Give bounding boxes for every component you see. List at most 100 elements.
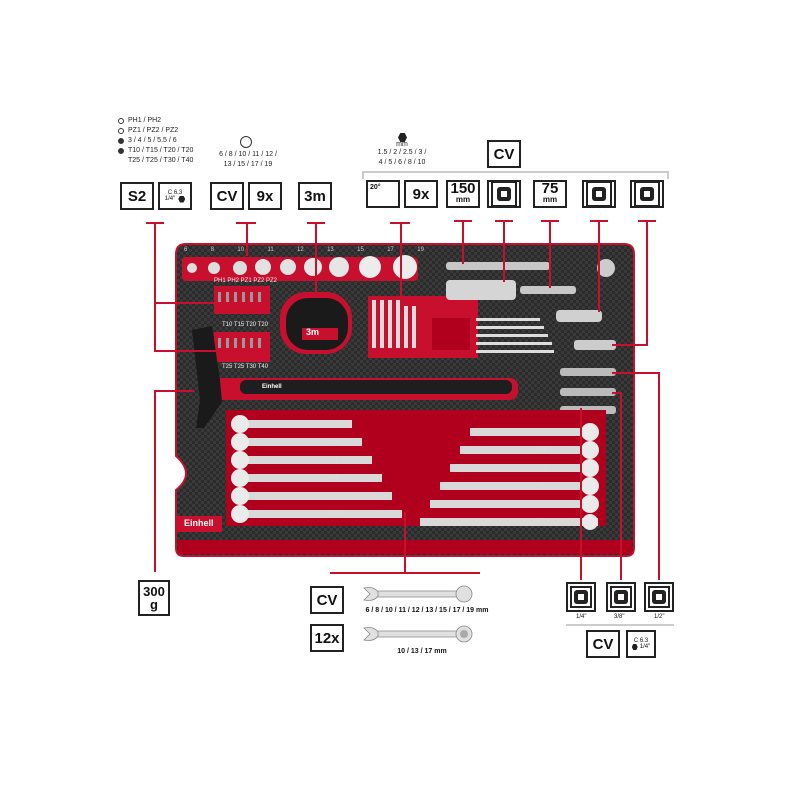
cv-box-wrenches: CV bbox=[310, 586, 344, 614]
leader-line bbox=[598, 220, 600, 312]
leader-line bbox=[503, 220, 505, 282]
nine-x-box-sockets: 9x bbox=[248, 182, 282, 210]
hammer-weight-unit: g bbox=[150, 597, 158, 612]
leader-line bbox=[658, 372, 660, 580]
combination-wrench-icon bbox=[363, 585, 473, 603]
drive-three-eighths-box bbox=[606, 582, 636, 612]
leader-line bbox=[590, 220, 608, 222]
leader-line bbox=[307, 222, 325, 224]
cv-box-sockets: CV bbox=[210, 182, 244, 210]
adapter-len-label: C 6.3 bbox=[633, 638, 649, 644]
hex-bit-icon bbox=[118, 138, 124, 144]
bit-spec-line: PH1 / PH2 bbox=[118, 116, 193, 126]
leader-line bbox=[154, 390, 194, 392]
extension-75 bbox=[446, 280, 516, 300]
tape-length-box: 3m bbox=[298, 182, 332, 210]
leader-line bbox=[400, 222, 402, 296]
bit-spec-list: PH1 / PH2 PZ1 / PZ2 / PZ2 3 / 4 / 5 / 5.… bbox=[118, 116, 193, 166]
hammer-weight-box: 300 g bbox=[138, 580, 170, 616]
leader-line bbox=[549, 220, 551, 288]
pozidriv-icon bbox=[118, 128, 124, 134]
leader-line bbox=[154, 302, 216, 304]
bit-row-label-3: T25 T25 T30 T40 bbox=[222, 364, 269, 370]
hammer-brand: Einhell bbox=[262, 384, 282, 390]
hex-icon bbox=[398, 133, 407, 142]
tray-brand: Einhell bbox=[184, 518, 214, 528]
leader-line bbox=[612, 392, 622, 394]
square-drive-icon bbox=[634, 181, 660, 207]
leader-line bbox=[154, 222, 156, 352]
adapter-3 bbox=[560, 388, 616, 396]
socket-row bbox=[182, 255, 418, 281]
socket bbox=[393, 255, 417, 279]
socket bbox=[233, 261, 247, 275]
tape-measure bbox=[280, 292, 352, 354]
bit-holder-icon: 1/4" bbox=[165, 195, 186, 203]
leader-line bbox=[154, 390, 156, 572]
hammer-weight-value: 300 bbox=[143, 584, 165, 599]
ratchet-wrench-icon bbox=[363, 625, 473, 643]
leader-line bbox=[330, 572, 480, 574]
drive-half-box bbox=[644, 582, 674, 612]
leader-line bbox=[612, 344, 648, 346]
leader-line bbox=[646, 220, 648, 346]
adapter-label: 1/4" bbox=[639, 644, 651, 650]
bit-row-label-1: PH1 PH2 PZ1 PZ2 PZ2 bbox=[214, 278, 278, 284]
cv-bracket-right bbox=[667, 171, 669, 179]
drive-box-b bbox=[582, 180, 616, 208]
cv-box-top-right: CV bbox=[487, 140, 521, 168]
leader-line bbox=[404, 512, 406, 574]
socket bbox=[329, 257, 349, 277]
socket bbox=[208, 262, 220, 274]
bit-holder-box: C 6.3 1/4" bbox=[158, 182, 192, 210]
ext-75-box: 75 mm bbox=[533, 180, 567, 208]
hex-unit: mm bbox=[396, 141, 408, 148]
square-drive-icon bbox=[610, 586, 632, 608]
leader-line bbox=[146, 222, 164, 224]
ext-75-value: 75 bbox=[541, 180, 559, 197]
bit-row-label-2: T10 T15 T20 T20 bbox=[222, 322, 269, 328]
leader-line bbox=[580, 408, 582, 580]
drive-box-c bbox=[630, 180, 664, 208]
brand-badge bbox=[176, 516, 222, 532]
ratchet-head bbox=[597, 259, 615, 277]
extension-small bbox=[520, 286, 576, 294]
ext-150-unit: mm bbox=[455, 195, 471, 204]
leader-line bbox=[541, 220, 559, 222]
cv-bracket-bottom bbox=[566, 624, 674, 626]
square-drive-icon bbox=[648, 586, 670, 608]
cv-bracket bbox=[362, 171, 668, 173]
leader-line bbox=[495, 220, 513, 222]
adapter-box: C 6.3 1/4" bbox=[626, 630, 656, 658]
hex-keys-long bbox=[476, 318, 554, 353]
leader-line bbox=[612, 372, 660, 374]
cv-bracket-left bbox=[362, 171, 364, 179]
drive-three-eighths-label: 3/8" bbox=[614, 614, 625, 620]
phillips-icon bbox=[118, 118, 124, 124]
angle-label: 20° bbox=[370, 184, 381, 191]
drive-box-a bbox=[487, 180, 521, 208]
tape-label: 3m bbox=[306, 327, 320, 337]
torx-icon bbox=[118, 148, 124, 154]
ext-150-box: 150 mm bbox=[446, 180, 480, 208]
square-drive-icon bbox=[570, 586, 592, 608]
drive-quarter-label: 1/4" bbox=[576, 614, 587, 620]
leader-line bbox=[620, 392, 622, 580]
extension-150 bbox=[446, 262, 550, 270]
bit-spec-line: PZ1 / PZ2 / PZ2 bbox=[118, 126, 193, 136]
wrench-sizes-line-2: 10 / 13 / 17 mm bbox=[397, 648, 447, 655]
square-drive-icon bbox=[491, 181, 517, 207]
leader-line bbox=[246, 222, 248, 256]
s2-steel-box: S2 bbox=[120, 182, 154, 210]
ext-75-unit: mm bbox=[542, 195, 558, 204]
socket bbox=[280, 259, 296, 275]
bit-spec-line: 3 / 4 / 5 / 5.5 / 6 bbox=[118, 136, 193, 146]
bit-spec-line: T10 / T15 / T20 / T20 bbox=[118, 146, 193, 156]
socket-icon bbox=[240, 136, 252, 148]
square-drive-icon bbox=[586, 181, 612, 207]
hammer bbox=[192, 326, 518, 428]
bit-spec-line: T25 / T25 / T30 / T40 bbox=[128, 157, 194, 164]
